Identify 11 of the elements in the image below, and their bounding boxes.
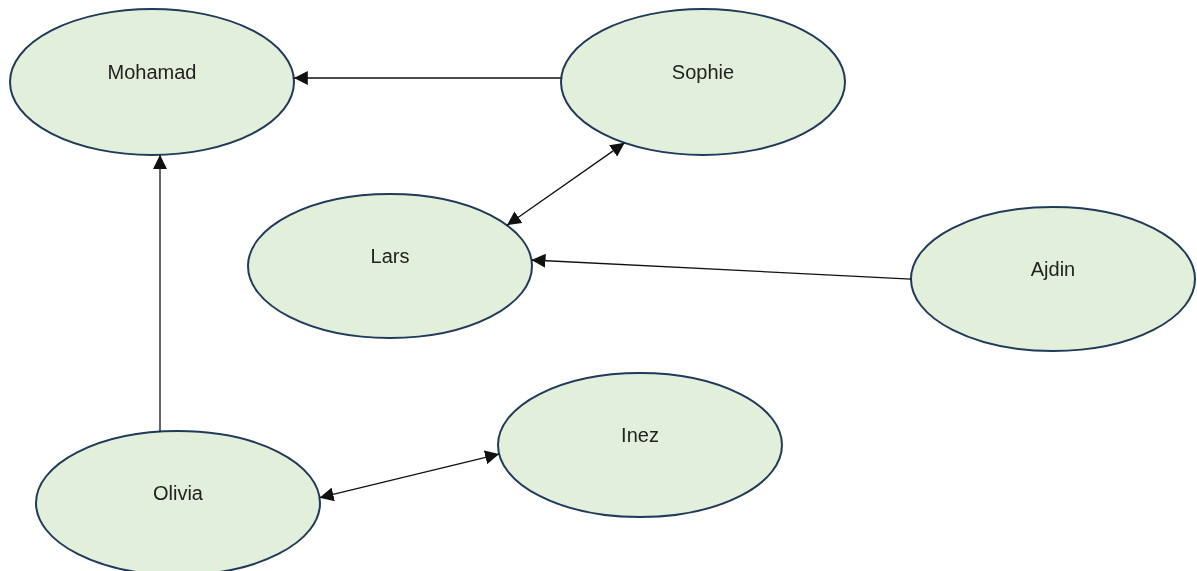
node-label: Lars	[369, 245, 411, 268]
node-label: Inez	[620, 424, 660, 447]
double-arrow	[318, 450, 500, 502]
arrow	[530, 253, 912, 280]
node-label: Olivia	[152, 482, 204, 505]
node-label: Ajdin	[1029, 258, 1077, 281]
arrow	[153, 154, 167, 433]
arrow	[293, 71, 562, 85]
node-label: Sophie	[670, 61, 736, 84]
double-arrow	[506, 142, 626, 226]
node-label: Mohamad	[106, 61, 198, 84]
